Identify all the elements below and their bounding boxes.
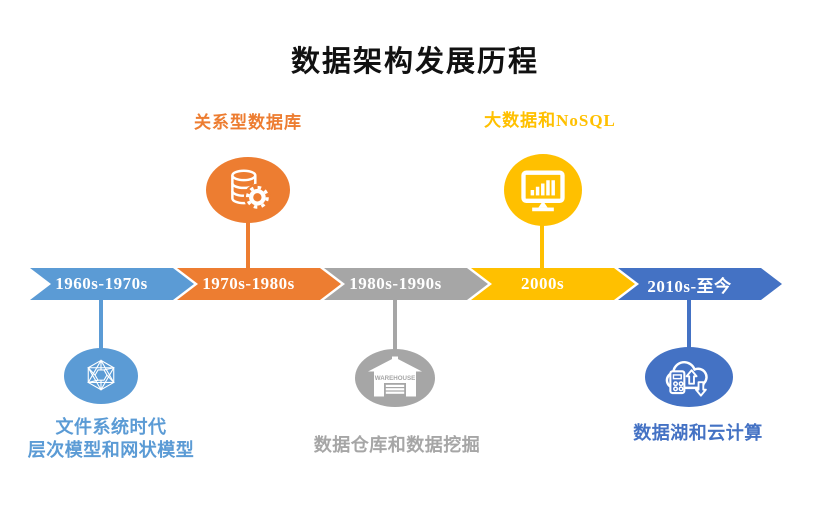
callout-bubble-data-lake-cloud bbox=[645, 347, 733, 407]
callout-label-data-warehouse: 数据仓库和数据挖掘 bbox=[313, 435, 481, 455]
timeline-segment-label: 1980s-1990s bbox=[349, 274, 442, 293]
connector-line-data-lake bbox=[687, 300, 691, 350]
timeline-segment-label: 2000s bbox=[520, 274, 565, 293]
callout-label-line2: 层次模型和网状模型 bbox=[27, 440, 195, 460]
timeline: 1960s-1970s 1970s-1980s 1980s-1990s 2000… bbox=[30, 268, 782, 300]
timeline-segment-1970s-1980s: 1970s-1980s bbox=[177, 268, 341, 300]
monitor-bar-chart-icon bbox=[521, 170, 565, 212]
warehouse-icon: WAREHOUSE bbox=[368, 356, 422, 397]
callout-label-relational-database: 关系型数据库 bbox=[194, 113, 302, 132]
callout-label-line1: 文件系统时代 bbox=[55, 417, 167, 437]
callout-bubble-file-system bbox=[64, 348, 138, 404]
cloud-calculator-transfer-icon bbox=[665, 360, 708, 397]
connector-line-data-warehouse bbox=[393, 300, 397, 352]
callout-label-file-system: 文件系统时代 层次模型和网状模型 bbox=[1, 416, 221, 462]
callout-bubble-relational-database bbox=[206, 157, 290, 223]
callout-label-data-lake-cloud: 数据湖和云计算 bbox=[633, 423, 763, 443]
connector-line-bigdata-nosql bbox=[540, 215, 544, 268]
timeline-segment-label: 1970s-1980s bbox=[202, 274, 295, 293]
timeline-segment-2000s: 2000s bbox=[471, 268, 635, 300]
timeline-segment-label: 2010s-至今 bbox=[647, 276, 732, 296]
timeline-segment-2010s-now: 2010s-至今 bbox=[618, 268, 782, 300]
connector-line-relational-database bbox=[246, 210, 250, 268]
callout-bubble-data-warehouse: WAREHOUSE bbox=[355, 349, 435, 407]
page-title: 数据架构发展历程 bbox=[290, 46, 539, 78]
timeline-segment-1960s-1970s: 1960s-1970s bbox=[30, 268, 194, 300]
connector-line-file-system bbox=[99, 300, 103, 350]
database-gear-icon bbox=[231, 169, 271, 211]
callout-label-bigdata-nosql: 大数据和NoSQL bbox=[484, 111, 616, 130]
timeline-segment-1980s-1990s: 1980s-1990s bbox=[324, 268, 488, 300]
timeline-segment-label: 1960s-1970s bbox=[55, 274, 148, 293]
warehouse-icon-text: WAREHOUSE bbox=[375, 375, 416, 382]
callout-bubble-bigdata-nosql bbox=[504, 154, 582, 226]
geodesic-sphere-icon bbox=[87, 359, 115, 391]
